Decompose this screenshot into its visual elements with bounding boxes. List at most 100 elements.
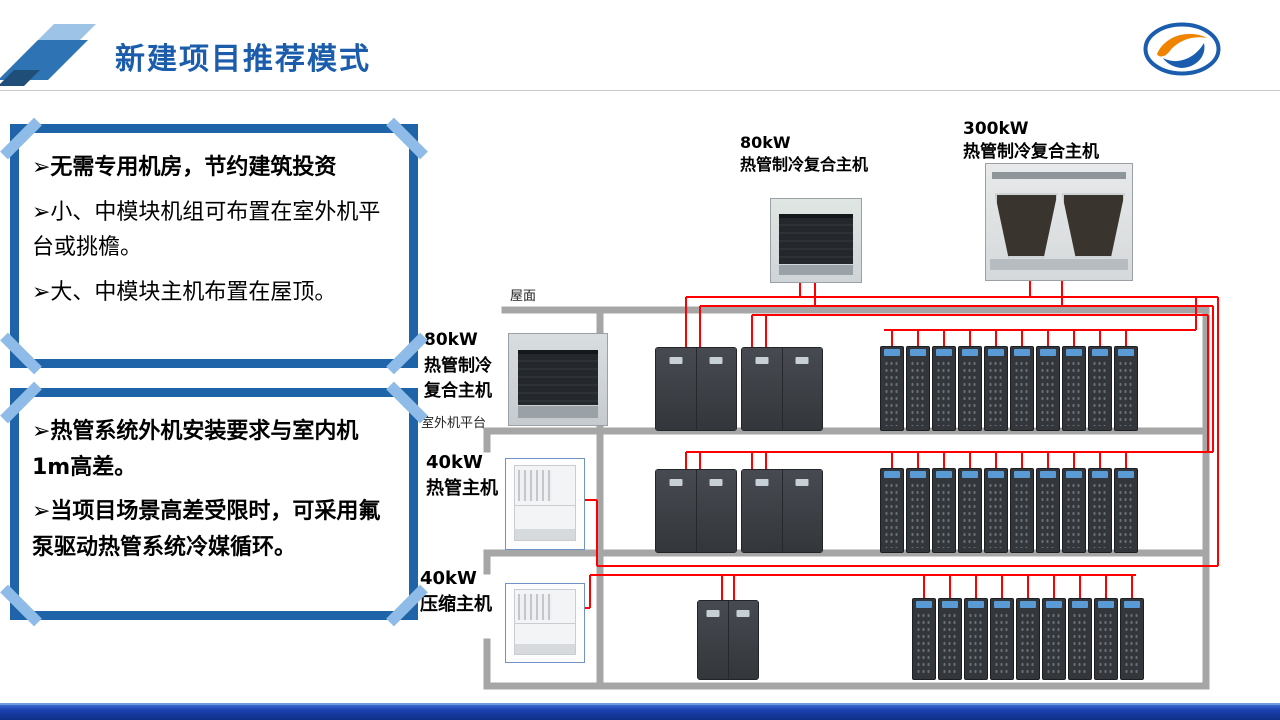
- vrf-grille: [518, 469, 552, 501]
- rack-display: [1066, 471, 1082, 478]
- notes-box-siting: ➢无需专用机房，节约建筑投资 ➢小、中模块机组可布置在室外机平台或挑檐。 ➢大、…: [0, 117, 428, 375]
- header-divider: [0, 90, 1280, 91]
- v-coil-module: [994, 193, 1058, 258]
- server-rack: [1042, 575, 1066, 680]
- footer-bar: [0, 703, 1280, 720]
- rack-row-middle-floor: [880, 452, 1138, 553]
- server-rack: [880, 452, 904, 553]
- vrf-base: [514, 528, 576, 540]
- server-rack: [984, 330, 1008, 431]
- unit-power: 40kW: [420, 568, 477, 589]
- server-rack: [1068, 575, 1092, 680]
- photo-300kw-rooftop-unit: [985, 163, 1133, 281]
- unit-name: 复合主机: [424, 381, 492, 401]
- refrigerant-pipes: [585, 281, 1219, 609]
- rack-display: [1118, 349, 1134, 356]
- label-300kw-rooftop: 300kW 热管制冷复合主机: [963, 118, 1099, 164]
- server-rack: [958, 452, 982, 553]
- server-rack: [880, 330, 904, 431]
- server-rack: [1010, 452, 1034, 553]
- label-40kw-compressor: 40kW 压缩主机: [420, 566, 492, 618]
- crac-door: [742, 348, 782, 430]
- crac-unit: [741, 469, 823, 553]
- unit-top-rail: [991, 172, 1127, 180]
- server-rack: [1114, 330, 1138, 431]
- crac-unit: [655, 469, 737, 553]
- server-rack: [932, 330, 956, 431]
- rack-display: [916, 601, 932, 608]
- rack-display: [884, 349, 900, 356]
- server-rack: [964, 575, 988, 680]
- server-rack: [990, 575, 1014, 680]
- unit-base-frame: [990, 259, 1128, 270]
- rack-display: [1046, 601, 1062, 608]
- unit-power: 80kW: [740, 133, 791, 152]
- rack-display: [988, 349, 1004, 356]
- v-coil-module: [1061, 193, 1125, 258]
- notes-box-inner: ➢热管系统外机安装要求与室内机1m高差。 ➢当项目场景高差受限时，可采用氟泵驱动…: [19, 397, 409, 611]
- company-logo: [1142, 22, 1222, 76]
- unit-name: 热管制冷: [424, 355, 492, 376]
- label-40kw-heatpipe: 40kW 热管主机: [426, 450, 498, 502]
- server-rack: [1010, 330, 1034, 431]
- rack-display: [1098, 601, 1114, 608]
- note-item: ➢无需专用机房，节约建筑投资: [32, 155, 337, 180]
- server-rack: [1036, 452, 1060, 553]
- unit-power: 80kW: [424, 330, 478, 350]
- rack-display: [1014, 471, 1030, 478]
- rack-display: [994, 601, 1010, 608]
- rack-display: [1118, 471, 1134, 478]
- crac-unit: [655, 347, 737, 431]
- rack-display: [1020, 601, 1036, 608]
- company-logo-icon: [1143, 22, 1221, 76]
- server-rack: [1088, 330, 1112, 431]
- note-item: ➢大、中模块主机布置在屋顶。: [32, 279, 337, 305]
- unit-name: 压缩主机: [420, 594, 492, 616]
- vrf-base: [514, 644, 576, 654]
- rack-display: [1014, 349, 1030, 356]
- note-item: ➢当项目场景高差受限时，可采用氟泵驱动热管系统冷媒循环。: [32, 499, 381, 560]
- rack-row-top-floor: [880, 330, 1138, 431]
- notes-box-installation: ➢热管系统外机安装要求与室内机1m高差。 ➢当项目场景高差受限时，可采用氟泵驱动…: [0, 381, 428, 627]
- server-rack: [1120, 575, 1144, 680]
- header-ribbon-decoration: [0, 24, 99, 90]
- rack-display: [962, 349, 978, 356]
- rack-display: [910, 349, 926, 356]
- header: 新建项目推荐模式: [0, 0, 1280, 95]
- rack-display: [1040, 349, 1056, 356]
- rack-display: [988, 471, 1004, 478]
- note-item: ➢热管系统外机安装要求与室内机1m高差。: [32, 419, 359, 480]
- condenser-coil-block: [779, 213, 853, 265]
- server-rack: [932, 452, 956, 553]
- rack-display: [962, 471, 978, 478]
- rack-display: [910, 471, 926, 478]
- rack-display: [1072, 601, 1088, 608]
- photo-80kw-platform-unit: [508, 333, 608, 426]
- rack-display: [1092, 471, 1108, 478]
- photo-80kw-rooftop-unit: [770, 198, 862, 283]
- rack-display: [936, 349, 952, 356]
- server-rack: [1062, 330, 1086, 431]
- notes-box-inner: ➢无需专用机房，节约建筑投资 ➢小、中模块机组可布置在室外机平台或挑檐。 ➢大、…: [19, 133, 409, 359]
- crac-unit: [697, 600, 759, 680]
- note-item: ➢小、中模块机组可布置在室外机平台或挑檐。: [32, 199, 381, 261]
- server-rack: [1016, 575, 1040, 680]
- server-rack: [912, 575, 936, 680]
- rack-display: [1092, 349, 1108, 356]
- rack-display: [942, 601, 958, 608]
- vrf-panel-seam: [514, 504, 576, 506]
- rack-display: [936, 471, 952, 478]
- page-title: 新建项目推荐模式: [115, 42, 371, 77]
- unit-base-frame: [779, 264, 853, 276]
- server-rack: [938, 575, 962, 680]
- server-rack: [1114, 452, 1138, 553]
- server-rack: [958, 330, 982, 431]
- server-rack: [1062, 452, 1086, 553]
- unit-power: 300kW: [963, 119, 1029, 139]
- server-rack: [1094, 575, 1118, 680]
- vrf-panel-seam: [514, 623, 576, 625]
- server-rack: [906, 330, 930, 431]
- crac-door: [695, 348, 736, 430]
- crac-unit: [741, 347, 823, 431]
- unit-power: 40kW: [426, 452, 483, 473]
